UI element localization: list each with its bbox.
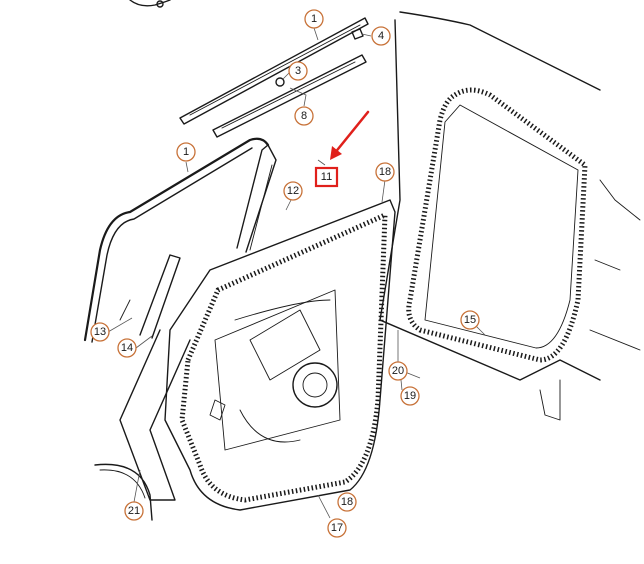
- svg-text:1: 1: [183, 146, 189, 158]
- callout-part-2[interactable]: 1: [304, 9, 324, 29]
- window-frame-seal: [83, 137, 277, 343]
- svg-text:12: 12: [287, 185, 299, 197]
- svg-text:19: 19: [404, 390, 416, 402]
- svg-text:14: 14: [121, 342, 133, 354]
- leader-lines: [107, 27, 486, 519]
- svg-text:8: 8: [301, 110, 307, 122]
- svg-text:20: 20: [392, 365, 404, 377]
- svg-text:3: 3: [295, 65, 301, 77]
- callout-part-19[interactable]: 19: [400, 386, 420, 406]
- svg-text:18: 18: [341, 496, 353, 508]
- callout-part-14[interactable]: 14: [117, 338, 137, 358]
- door-inner-panel: [119, 199, 396, 511]
- callout-part-15[interactable]: 15: [460, 310, 480, 330]
- rear-wheel-arch: [94, 463, 153, 521]
- partial-icon-top-left: [129, 0, 171, 8]
- callout-part-17[interactable]: 17: [327, 518, 347, 538]
- callout-part-3[interactable]: 3: [288, 61, 308, 81]
- callout-part-18-bottom[interactable]: 18: [337, 492, 357, 512]
- callout-part-20[interactable]: 20: [388, 361, 408, 381]
- window-trim-strips: [179, 17, 369, 138]
- svg-text:4: 4: [378, 30, 384, 42]
- svg-text:17: 17: [331, 522, 343, 534]
- callout-part-1[interactable]: 1: [176, 142, 196, 162]
- svg-text:1: 1: [311, 13, 317, 25]
- callout-part-21[interactable]: 21: [124, 501, 144, 521]
- callout-part-13[interactable]: 13: [90, 322, 110, 342]
- callout-part-12[interactable]: 12: [283, 181, 303, 201]
- door-opening-body: [379, 11, 641, 421]
- callout-part-18-top[interactable]: 18: [375, 162, 395, 182]
- svg-text:13: 13: [94, 326, 106, 338]
- highlight-arrow: [330, 110, 370, 160]
- svg-text:21: 21: [128, 505, 140, 517]
- svg-text:11: 11: [321, 171, 332, 183]
- callout-part-11-highlighted[interactable]: 11: [314, 166, 339, 188]
- callout-part-8[interactable]: 8: [294, 106, 314, 126]
- svg-text:15: 15: [464, 314, 476, 326]
- svg-text:18: 18: [379, 166, 391, 178]
- callout-part-4[interactable]: 4: [371, 26, 391, 46]
